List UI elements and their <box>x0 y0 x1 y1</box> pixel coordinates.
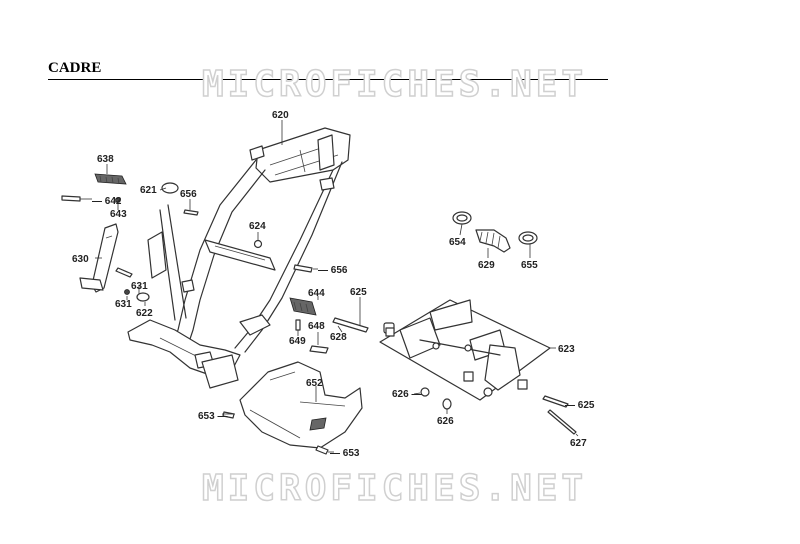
lower-cover-part-drawing <box>239 361 363 449</box>
label-628: 628 <box>330 332 347 343</box>
label-642: — 642 <box>92 196 122 207</box>
leader-lines <box>80 120 579 453</box>
label-653a: 653 — <box>198 411 227 422</box>
label-652: 652 <box>306 378 323 389</box>
label-621: 621 <box>140 185 157 196</box>
label-654: 654 <box>449 237 466 248</box>
label-630: 630 <box>72 254 89 265</box>
label-627: 627 <box>570 438 587 449</box>
watermark-bottom: MICROFICHES.NET <box>201 467 588 510</box>
center-stand-part-drawing <box>379 299 551 401</box>
label-623: 623 <box>558 344 575 355</box>
label-631b: 631 <box>115 299 132 310</box>
label-649: 649 <box>289 336 306 347</box>
watermark-top: MICROFICHES.NET <box>201 63 588 106</box>
fasteners-part-drawing <box>61 182 577 455</box>
label-631a: 631 <box>131 281 148 292</box>
footrests-part-drawing <box>94 173 317 316</box>
side-stand-part-drawing <box>79 223 119 293</box>
label-625a: 625 <box>350 287 367 298</box>
label-626b: 626 <box>437 416 454 427</box>
title-rule <box>48 79 608 80</box>
label-656b: — 656 <box>318 265 348 276</box>
part-labels: 620 638 621 656 — 642 643 624 630 — 656 … <box>72 110 595 459</box>
label-653b: — 653 <box>330 448 360 459</box>
hose-clamp-part-drawing <box>452 211 538 253</box>
label-620: 620 <box>272 110 289 121</box>
label-629: 629 <box>478 260 495 271</box>
label-624: 624 <box>249 221 266 232</box>
label-625b: — 625 <box>565 400 595 411</box>
label-656a: 656 <box>180 189 197 200</box>
label-622: 622 <box>136 308 153 319</box>
page-title: CADRE <box>48 60 102 76</box>
label-638: 638 <box>97 154 114 165</box>
label-655: 655 <box>521 260 538 271</box>
label-648: 648 <box>308 321 325 332</box>
label-644: 644 <box>308 288 325 299</box>
frame-part-drawing <box>127 127 351 389</box>
label-643: 643 <box>110 209 127 220</box>
label-626a: 626 — <box>392 389 421 400</box>
